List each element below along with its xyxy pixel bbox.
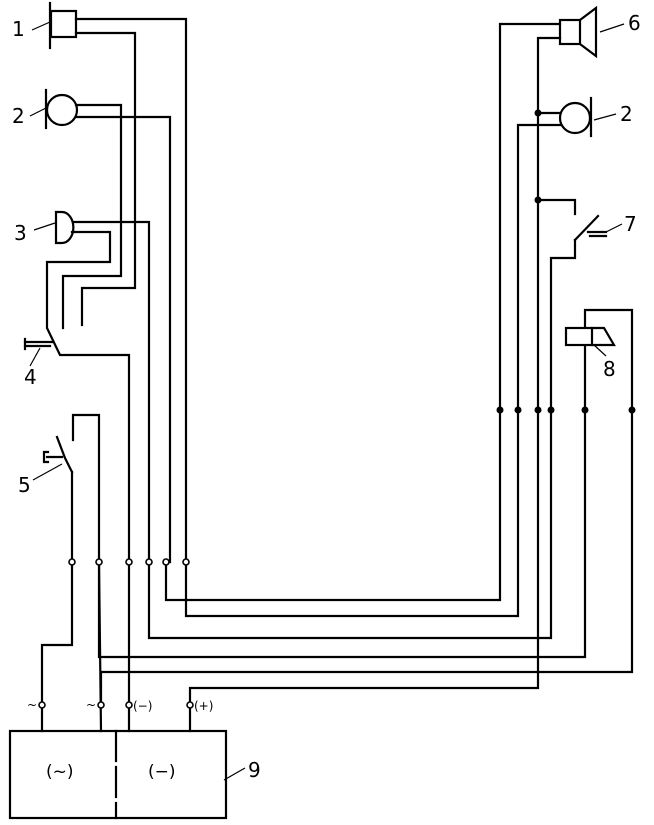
label-4: 4 xyxy=(24,365,37,389)
terminal-pos-label: (+) xyxy=(194,699,213,713)
bus-wires xyxy=(97,408,634,733)
connector-circles xyxy=(38,558,194,709)
label-2-right: 2 xyxy=(620,102,633,126)
label-9: 9 xyxy=(248,758,261,782)
switch-7 xyxy=(536,198,623,412)
terminal-neg-label: (−) xyxy=(133,699,152,713)
label-6: 6 xyxy=(628,11,641,35)
label-3: 3 xyxy=(14,221,27,245)
unit-9-ac-section: (~) xyxy=(46,762,74,782)
component-2-right xyxy=(558,96,617,138)
label-8: 8 xyxy=(603,357,616,381)
unit-9-dc-section: (−) xyxy=(148,762,176,782)
label-7: 7 xyxy=(624,212,637,236)
switch-5 xyxy=(32,435,74,481)
label-2-left: 2 xyxy=(12,104,25,128)
component-1 xyxy=(31,1,78,50)
unit-9 xyxy=(8,729,246,820)
switch-4 xyxy=(23,337,54,367)
label-5: 5 xyxy=(18,473,31,497)
component-8 xyxy=(564,308,634,412)
right-wires xyxy=(498,22,562,412)
left-wires xyxy=(40,17,188,733)
terminal-ac-2-label: ~ xyxy=(86,698,96,712)
junction-dots xyxy=(496,109,636,414)
label-1: 1 xyxy=(12,17,25,41)
speaker-6 xyxy=(558,5,625,59)
terminal-ac-1-label: ~ xyxy=(27,698,37,712)
component-3 xyxy=(33,210,75,245)
component-2-left xyxy=(29,88,79,130)
